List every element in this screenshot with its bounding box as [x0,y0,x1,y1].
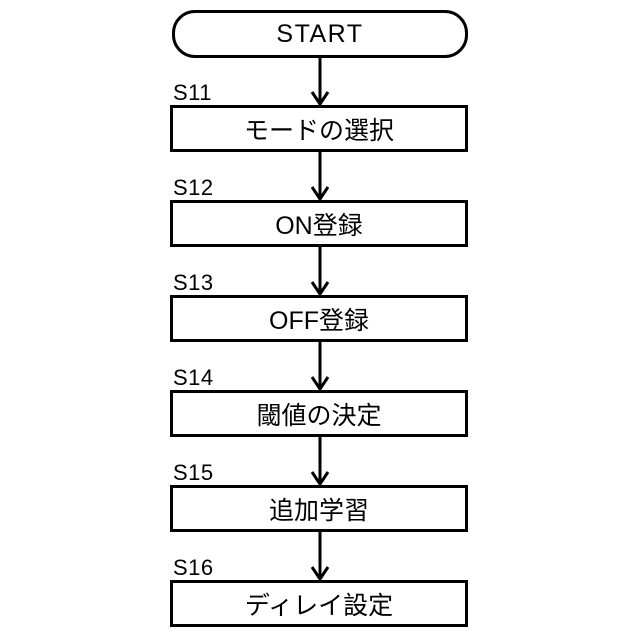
start-node-label: START [276,19,364,48]
arrow-s11-to-s12 [310,152,330,202]
arrow-s12-to-s13 [310,247,330,297]
flow-node-s12-label: ON登録 [275,211,363,240]
flow-node-s12: ON登録 [170,200,468,247]
step-id-s15: S15 [173,460,214,485]
flow-node-s14-label: 閾値の決定 [256,401,382,430]
step-id-s16: S16 [173,555,214,580]
step-id-s14: S14 [173,365,214,390]
start-node: START [172,10,468,58]
flow-node-s15-label: 追加学習 [268,496,369,525]
flow-node-s11-label: モードの選択 [243,116,394,145]
flow-node-s13: OFF登録 [170,295,468,342]
step-id-s12: S12 [173,175,214,200]
arrow-s13-to-s14 [310,342,330,392]
step-id-s13: S13 [173,270,214,295]
arrow-start-to-s11 [310,58,330,107]
flow-node-s11: モードの選択 [170,105,468,152]
flow-node-s16-label: ディレイ設定 [244,591,394,620]
arrow-s14-to-s15 [310,437,330,487]
flow-node-s14: 閾値の決定 [170,390,468,437]
flow-node-s13-label: OFF登録 [269,306,369,335]
flow-node-s15: 追加学習 [170,485,468,532]
step-id-s11: S11 [173,80,213,105]
flow-node-s16: ディレイ設定 [170,580,468,627]
arrow-s15-to-s16 [310,532,330,582]
